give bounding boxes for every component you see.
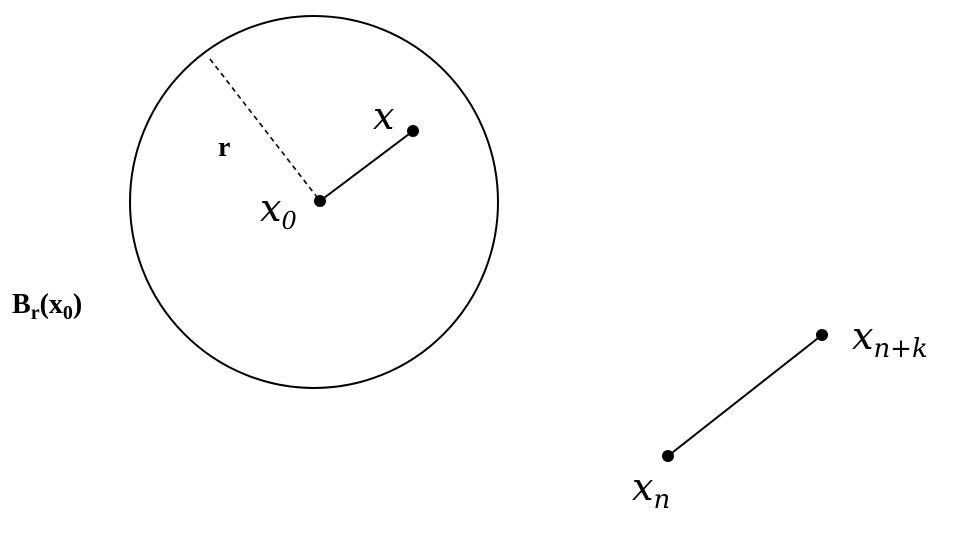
sequence-segment	[667, 334, 823, 457]
inner-point-label: x	[373, 94, 394, 138]
ball-label-arg-main: x	[49, 289, 63, 320]
ball-label-main: B	[12, 289, 31, 320]
ball-label-arg-sub: 0	[63, 302, 73, 324]
seq-nk-point-dot	[816, 329, 828, 341]
ball-label-sub: r	[31, 302, 40, 324]
seq-nk-label-sub: n+k	[873, 334, 927, 364]
seq-n-label-sub: n	[653, 485, 670, 515]
ball-label-open: (	[40, 289, 49, 320]
seq-nk-label-main: x	[852, 314, 873, 358]
ball-boundary-circle	[129, 15, 499, 389]
ball-label-close: )	[73, 289, 82, 320]
center-label-main: x	[260, 186, 281, 230]
inner-point-dot	[407, 125, 419, 137]
center-point-label: x0	[260, 186, 297, 235]
ball-name-label: Br(x0)	[12, 289, 82, 324]
seq-n-point-dot	[662, 450, 674, 462]
seq-n-label: xn	[632, 465, 670, 515]
center-to-point-segment	[319, 130, 414, 202]
radius-dashed-line	[209, 58, 321, 202]
inner-label-main: x	[373, 94, 394, 138]
radius-label: r	[218, 132, 230, 163]
center-label-sub: 0	[281, 207, 296, 235]
center-point-dot	[314, 195, 326, 207]
seq-n-label-main: x	[632, 465, 653, 509]
seq-nk-label: xn+k	[852, 314, 928, 364]
